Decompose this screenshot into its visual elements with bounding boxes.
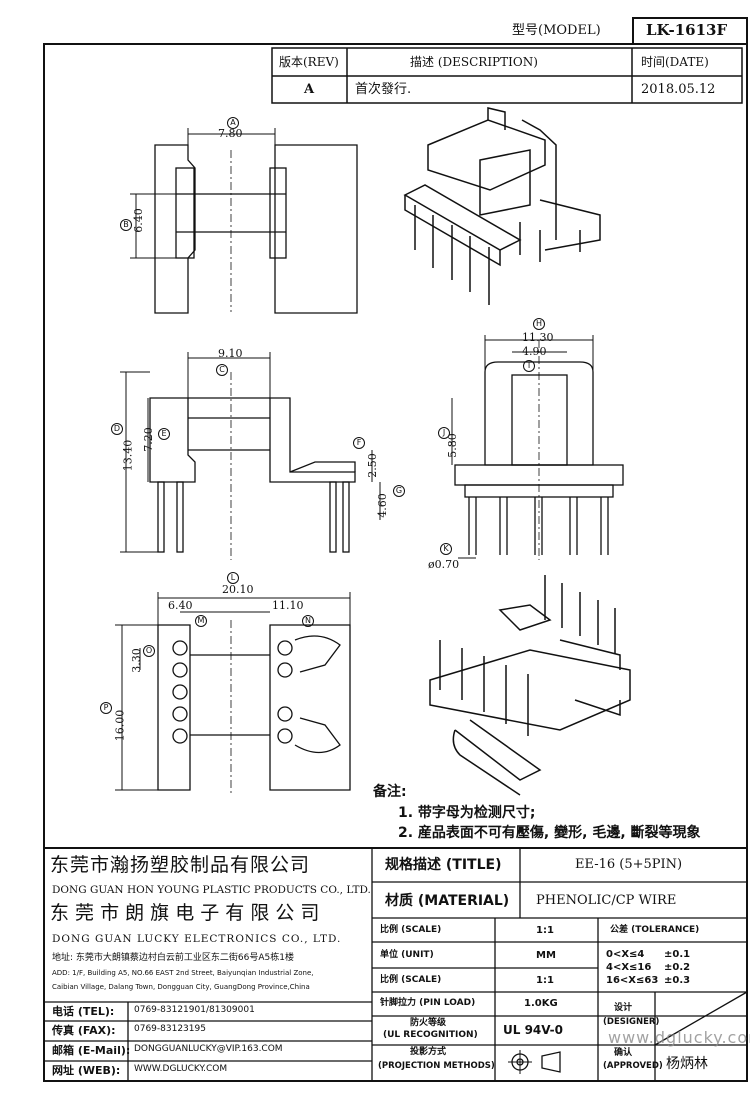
tolerance-label: 公差 (TOLERANCE) <box>610 925 700 935</box>
company-cn-1: 东莞市瀚扬塑胶制品有限公司 <box>50 854 311 876</box>
fax-value: 0769-83123195 <box>134 1024 206 1034</box>
dim-side-inner: 4.90 <box>522 345 547 358</box>
front-view <box>120 352 381 560</box>
rev-label: 版本(REV) <box>279 55 339 69</box>
balloon: P <box>100 702 112 714</box>
tolerance-3-range: 16<X≤63 <box>606 975 659 986</box>
pinload-label: 针脚拉力 (PIN LOAD) <box>380 998 476 1008</box>
balloon: B <box>120 219 132 231</box>
dim-bottom-right: 11.10 <box>272 599 304 612</box>
company-en-2: DONG GUAN LUCKY ELECTRONICS CO., LTD. <box>52 933 342 945</box>
tolerance-2-value: ±0.2 <box>664 962 691 973</box>
tolerance-1-value: ±0.1 <box>664 949 691 960</box>
scale-label: 比例 (SCALE) <box>380 925 442 935</box>
dim-top-width: 7.80 <box>218 127 243 140</box>
balloon: O <box>143 645 155 657</box>
balloon: I <box>523 360 535 372</box>
tolerance-3-value: ±0.3 <box>664 975 691 986</box>
unit-value: MM <box>536 950 556 961</box>
scale-value: 1:1 <box>536 925 554 936</box>
dim-front-step: 2.50 <box>365 453 379 478</box>
approved-value: 杨炳林 <box>666 1056 708 1072</box>
material-label: 材质 (MATERIAL) <box>385 893 510 909</box>
tel-label: 电话 (TEL): <box>52 1005 115 1018</box>
mail-value[interactable]: DONGGUANLUCKY@VIP.163.COM <box>134 1044 283 1054</box>
balloon: F <box>353 437 365 449</box>
designer-label-cn: 设计 <box>614 1003 633 1013</box>
dim-bottom-pitch: 3.30 <box>129 648 143 673</box>
tel-value: 0769-83121901/81309001 <box>134 1005 255 1015</box>
web-value[interactable]: WWW.DGLUCKY.COM <box>134 1064 228 1074</box>
approved-label-cn: 确认 <box>614 1048 633 1058</box>
tolerance-1-range: 0<X≤4 <box>606 949 645 960</box>
balloon: G <box>393 485 405 497</box>
dim-side-height: 5.80 <box>445 433 459 458</box>
note-line-1: 1. 带字母为检测尺寸; <box>398 805 536 821</box>
dim-front-height: 13.40 <box>121 439 135 472</box>
balloon: L <box>227 572 239 584</box>
iso-view-bottom <box>429 575 631 796</box>
designer-label-en: (DESIGNER) <box>603 1017 660 1027</box>
dim-bottom-width: 20.10 <box>222 583 254 596</box>
company-cn-2: 东 莞 市 朗 旗 电 子 有 限 公 司 <box>50 902 320 924</box>
spec-title-label: 规格描述 (TITLE) <box>385 857 502 873</box>
balloon: N <box>302 615 314 627</box>
dim-bottom-height: 16.00 <box>113 709 127 742</box>
mail-label: 邮箱 (E-Mail): <box>52 1044 131 1057</box>
dim-bottom-left: 6.40 <box>168 599 193 612</box>
company-address-cn: 地址: 东莞市大朗镇蔡边村白云前工业区东二街66号A5栋1楼 <box>52 953 294 963</box>
top-view <box>130 128 358 314</box>
dim-side-width: 11.30 <box>522 331 554 344</box>
tolerance-2-range: 4<X≤16 <box>606 962 652 973</box>
projection-label-en: (PROJECTION METHODS) <box>378 1061 495 1071</box>
balloon: M <box>195 615 207 627</box>
model-box <box>632 17 748 45</box>
dim-front-width: 9.10 <box>218 347 243 360</box>
balloon: D <box>111 423 123 435</box>
balloon: K <box>440 543 452 555</box>
side-view <box>451 335 624 560</box>
dim-front-pin: 4.60 <box>375 493 389 518</box>
company-en-1: DONG GUAN HON YOUNG PLASTIC PRODUCTS CO.… <box>52 884 371 896</box>
pinload-value: 1.0KG <box>524 998 558 1009</box>
unit-label: 单位 (UNIT) <box>380 950 434 960</box>
material-value: PHENOLIC/CP WIRE <box>536 893 677 908</box>
model-value: LK-1613F <box>646 21 728 39</box>
dim-pin-diameter: ø0.70 <box>428 558 460 571</box>
date-value: 2018.05.12 <box>641 82 716 97</box>
model-label: 型号(MODEL) <box>512 23 601 38</box>
projection-label-cn: 投影方式 <box>410 1047 447 1057</box>
note-line-2: 2. 産品表面不可有壓傷, 變形, 毛邊, 斷裂等現象 <box>398 825 701 841</box>
title-block <box>44 847 748 1081</box>
balloon: J <box>438 427 450 439</box>
rev-value: A <box>304 82 315 97</box>
ul-value: UL 94V-0 <box>503 1023 564 1037</box>
ul-label-en: (UL RECOGNITION) <box>383 1030 478 1040</box>
company-address-en-2: Caibian Village, Dalang Town, Dongguan C… <box>52 983 310 991</box>
date-label: 时间(DATE) <box>641 55 709 69</box>
desc-label: 描述 (DESCRIPTION) <box>410 55 538 69</box>
bottom-view <box>115 592 351 795</box>
scale2-value: 1:1 <box>536 975 554 986</box>
company-address-en-1: ADD: 1/F, Building A5, NO.66 EAST 2nd St… <box>52 969 314 977</box>
balloon: E <box>158 428 170 440</box>
fax-label: 传真 (FAX): <box>52 1024 116 1037</box>
desc-value: 首次發行. <box>355 82 412 97</box>
balloon: H <box>533 318 545 330</box>
revision-table <box>271 47 743 104</box>
scale2-label: 比例 (SCALE) <box>380 975 442 985</box>
sheet-frame <box>43 43 748 1082</box>
watermark: www.dglucky.com <box>608 1028 750 1047</box>
dim-front-inner: 7.20 <box>141 427 155 452</box>
spec-title-value: EE-16 (5+5PIN) <box>575 857 683 872</box>
balloon: C <box>216 364 228 376</box>
web-label: 网址 (WEB): <box>52 1064 121 1077</box>
iso-view-top <box>403 107 601 305</box>
balloon: A <box>227 117 239 129</box>
approved-label-en: (APPROVED) <box>603 1061 663 1071</box>
ul-label-cn: 防火等级 <box>410 1018 447 1028</box>
notes-title: 备注: <box>373 784 407 800</box>
dim-top-height: 6.40 <box>131 208 145 233</box>
